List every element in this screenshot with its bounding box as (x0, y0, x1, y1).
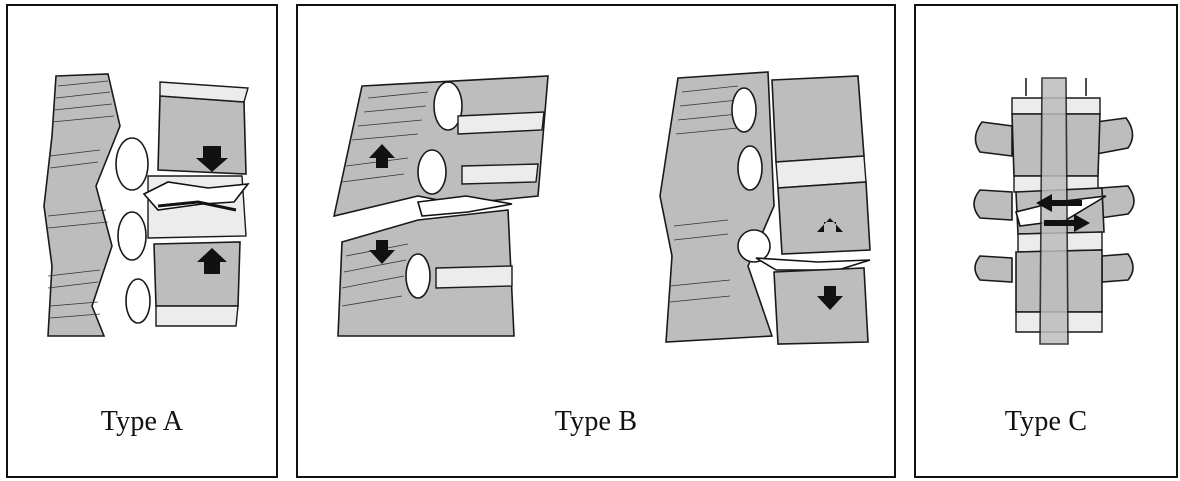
illustration-type-c (916, 6, 1180, 396)
illustration-type-a (8, 6, 280, 396)
caption-type-a: Type A (8, 406, 276, 438)
illustration-type-b (298, 6, 898, 396)
caption-type-b: Type B (298, 406, 894, 438)
panel-type-b: Type B (296, 4, 896, 478)
caption-type-c: Type C (916, 406, 1176, 438)
panel-type-c: Type C (914, 4, 1178, 478)
panel-type-a: Type A (6, 4, 278, 478)
